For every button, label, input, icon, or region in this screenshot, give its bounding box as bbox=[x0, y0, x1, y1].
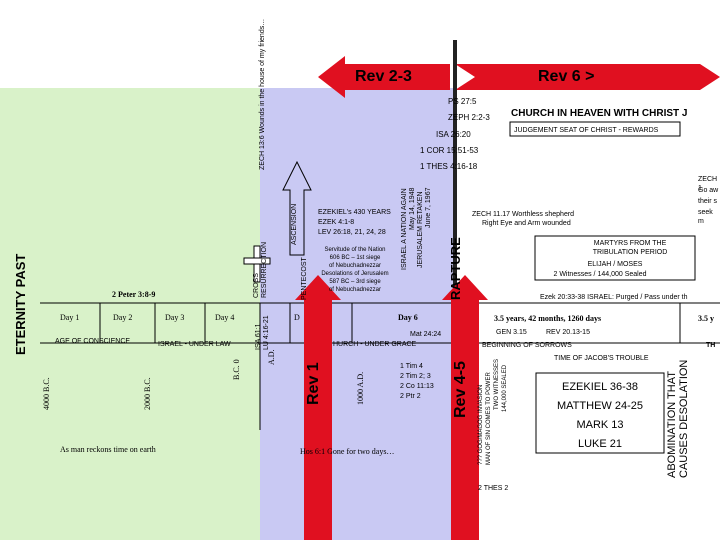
bc-0: B.C. 0 bbox=[232, 359, 241, 380]
ascent-curve bbox=[513, 153, 703, 303]
rev-4-5-arrow bbox=[442, 275, 488, 540]
ps-27-5: PS 27:5 bbox=[448, 97, 477, 106]
martyrs-box bbox=[534, 235, 696, 281]
ezek-20-33: Ezek 20:33-38 ISRAEL: Purged / Pass unde… bbox=[540, 294, 688, 301]
resurrection-label: RESURRECTION bbox=[261, 241, 268, 298]
cor-15: 1 COR 15:51-53 bbox=[420, 146, 479, 155]
ascension-label: ASCENSION bbox=[291, 203, 298, 245]
day-4: Day 4 bbox=[215, 313, 235, 322]
day-3: Day 3 bbox=[165, 313, 185, 322]
eternity-past-region bbox=[0, 88, 260, 540]
day-2: Day 2 bbox=[113, 313, 133, 322]
servitude-block: Servitude of the Nation 606 BC – 1st sie… bbox=[321, 247, 389, 293]
rev-6-arrow bbox=[455, 64, 720, 90]
two-witnesses-rot: TWO WITNESSES bbox=[494, 359, 500, 410]
age-of-conscience: AGE OF CONSCIENCE bbox=[55, 338, 131, 345]
three-half-years-b: 3.5 y bbox=[698, 314, 714, 323]
rev-6-label: Rev 6 > bbox=[538, 68, 595, 85]
bc-2000: 2000 B.C. bbox=[143, 377, 152, 410]
zech-1-d: seek m bbox=[698, 209, 713, 225]
beginning-of-sorrows: BEGINNING OF SORROWS bbox=[482, 342, 572, 349]
judgement-seat: JUDGEMENT SEAT OF CHRIST - REWARDS bbox=[514, 127, 659, 134]
zech-1-b: Go aw bbox=[698, 187, 719, 194]
two-thes-2: 2 THES 2 bbox=[478, 485, 509, 492]
day-5: D bbox=[294, 313, 300, 322]
mat-24-24: Mat 24:24 bbox=[410, 331, 442, 338]
ad-label: A.D. bbox=[267, 349, 276, 365]
judgement-box bbox=[509, 121, 681, 137]
tim-refs: 1 Tim 4 2 Tim 2; 3 2 Co 11:13 2 Ptr 2 bbox=[400, 363, 434, 400]
reckons-time: As man reckons time on earth bbox=[60, 445, 156, 454]
rapture-label: RAPTURE bbox=[448, 237, 463, 300]
rev-1-label: Rev 1 bbox=[305, 362, 322, 405]
church-under-grace: HURCH - UNDER GRACE bbox=[333, 341, 417, 348]
church-in-heaven: CHURCH IN HEAVEN WITH CHRIST J bbox=[511, 108, 688, 119]
eternity-past-label: ETERNITY PAST bbox=[13, 253, 28, 355]
hos-6-1: Hos 6:1 Gone for two days… bbox=[300, 447, 395, 456]
ezekiel-430-3: LEV 26:18, 21, 24, 28 bbox=[318, 229, 386, 236]
zech-1-c: their s bbox=[698, 198, 718, 205]
jerusalem-date: June 7, 1967 bbox=[425, 187, 432, 228]
zeph-2-2-3: ZEPH 2:2-3 bbox=[448, 113, 490, 122]
elijah-moses: ELIJAH / MOSES bbox=[587, 261, 643, 268]
ezekiel-430-1: EZEKIEL's 430 YEARS bbox=[318, 209, 391, 216]
bc-4000: 4000 B.C. bbox=[42, 377, 51, 410]
church-age-region bbox=[260, 88, 455, 540]
ad-1000: 1000 A.D. bbox=[356, 371, 365, 405]
two-witnesses-sealed: 2 Witnesses / 144,000 Sealed bbox=[553, 271, 647, 278]
rev-2-3-arrow bbox=[318, 56, 450, 98]
ascension-arrow bbox=[282, 160, 312, 256]
martyrs-2: TRIBULATION PERIOD bbox=[592, 249, 668, 256]
lu-4-16: LU 4:16-21 bbox=[263, 315, 270, 350]
rev-1-arrow bbox=[295, 275, 341, 540]
references-box bbox=[535, 372, 665, 454]
martyrs-1: MARTYRS FROM THE bbox=[593, 240, 667, 247]
ezekiel-430-2: EZEK 4:1-8 bbox=[318, 219, 355, 226]
rev-4-5-label: Rev 4-5 bbox=[452, 361, 469, 418]
man-of-sin: MAN OF SIN COMES TO POWER bbox=[486, 372, 492, 465]
three-half-years: 3.5 years, 42 months, 1260 days bbox=[494, 314, 602, 323]
zech-1-a: ZECH 1 bbox=[698, 176, 718, 192]
gog-magog: ??? GOG/MAGOG INVASION bbox=[478, 384, 484, 465]
peter-3-8: 2 Peter 3:8-9 bbox=[112, 290, 156, 299]
gen-3-15: GEN 3.15 bbox=[496, 329, 527, 336]
rev-2-3-label: Rev 2-3 bbox=[355, 68, 412, 85]
references-list: EZEKIEL 36-38 MATTHEW 24-25 MARK 13 LUKE… bbox=[557, 381, 643, 450]
day-1: Day 1 bbox=[60, 313, 80, 322]
th-label: TH bbox=[706, 342, 716, 349]
thes-4: 1 THES 4:16-18 bbox=[420, 162, 478, 171]
rev-20-13: REV 20.13-15 bbox=[546, 329, 590, 336]
abomination-label: ABOMINATION THAT bbox=[666, 371, 678, 478]
israel-under-law: ISRAEL - UNDER LAW bbox=[158, 341, 231, 348]
desolation-label: CAUSES DESOLATION bbox=[678, 359, 690, 478]
zech-11-17-2: Right Eye and Arm wounded bbox=[482, 220, 571, 227]
day-6: Day 6 bbox=[398, 313, 418, 322]
sealed-144000: 144,000 SEALED bbox=[502, 364, 508, 412]
time-of-jacobs-trouble: TIME OF JACOB'S TROUBLE bbox=[554, 355, 649, 362]
pentecost-label: PENTECOST bbox=[301, 257, 308, 300]
isa-26-20: ISA 26:20 bbox=[436, 130, 471, 139]
zech-11-17-1: ZECH 11.17 Worthless shepherd bbox=[472, 211, 575, 218]
